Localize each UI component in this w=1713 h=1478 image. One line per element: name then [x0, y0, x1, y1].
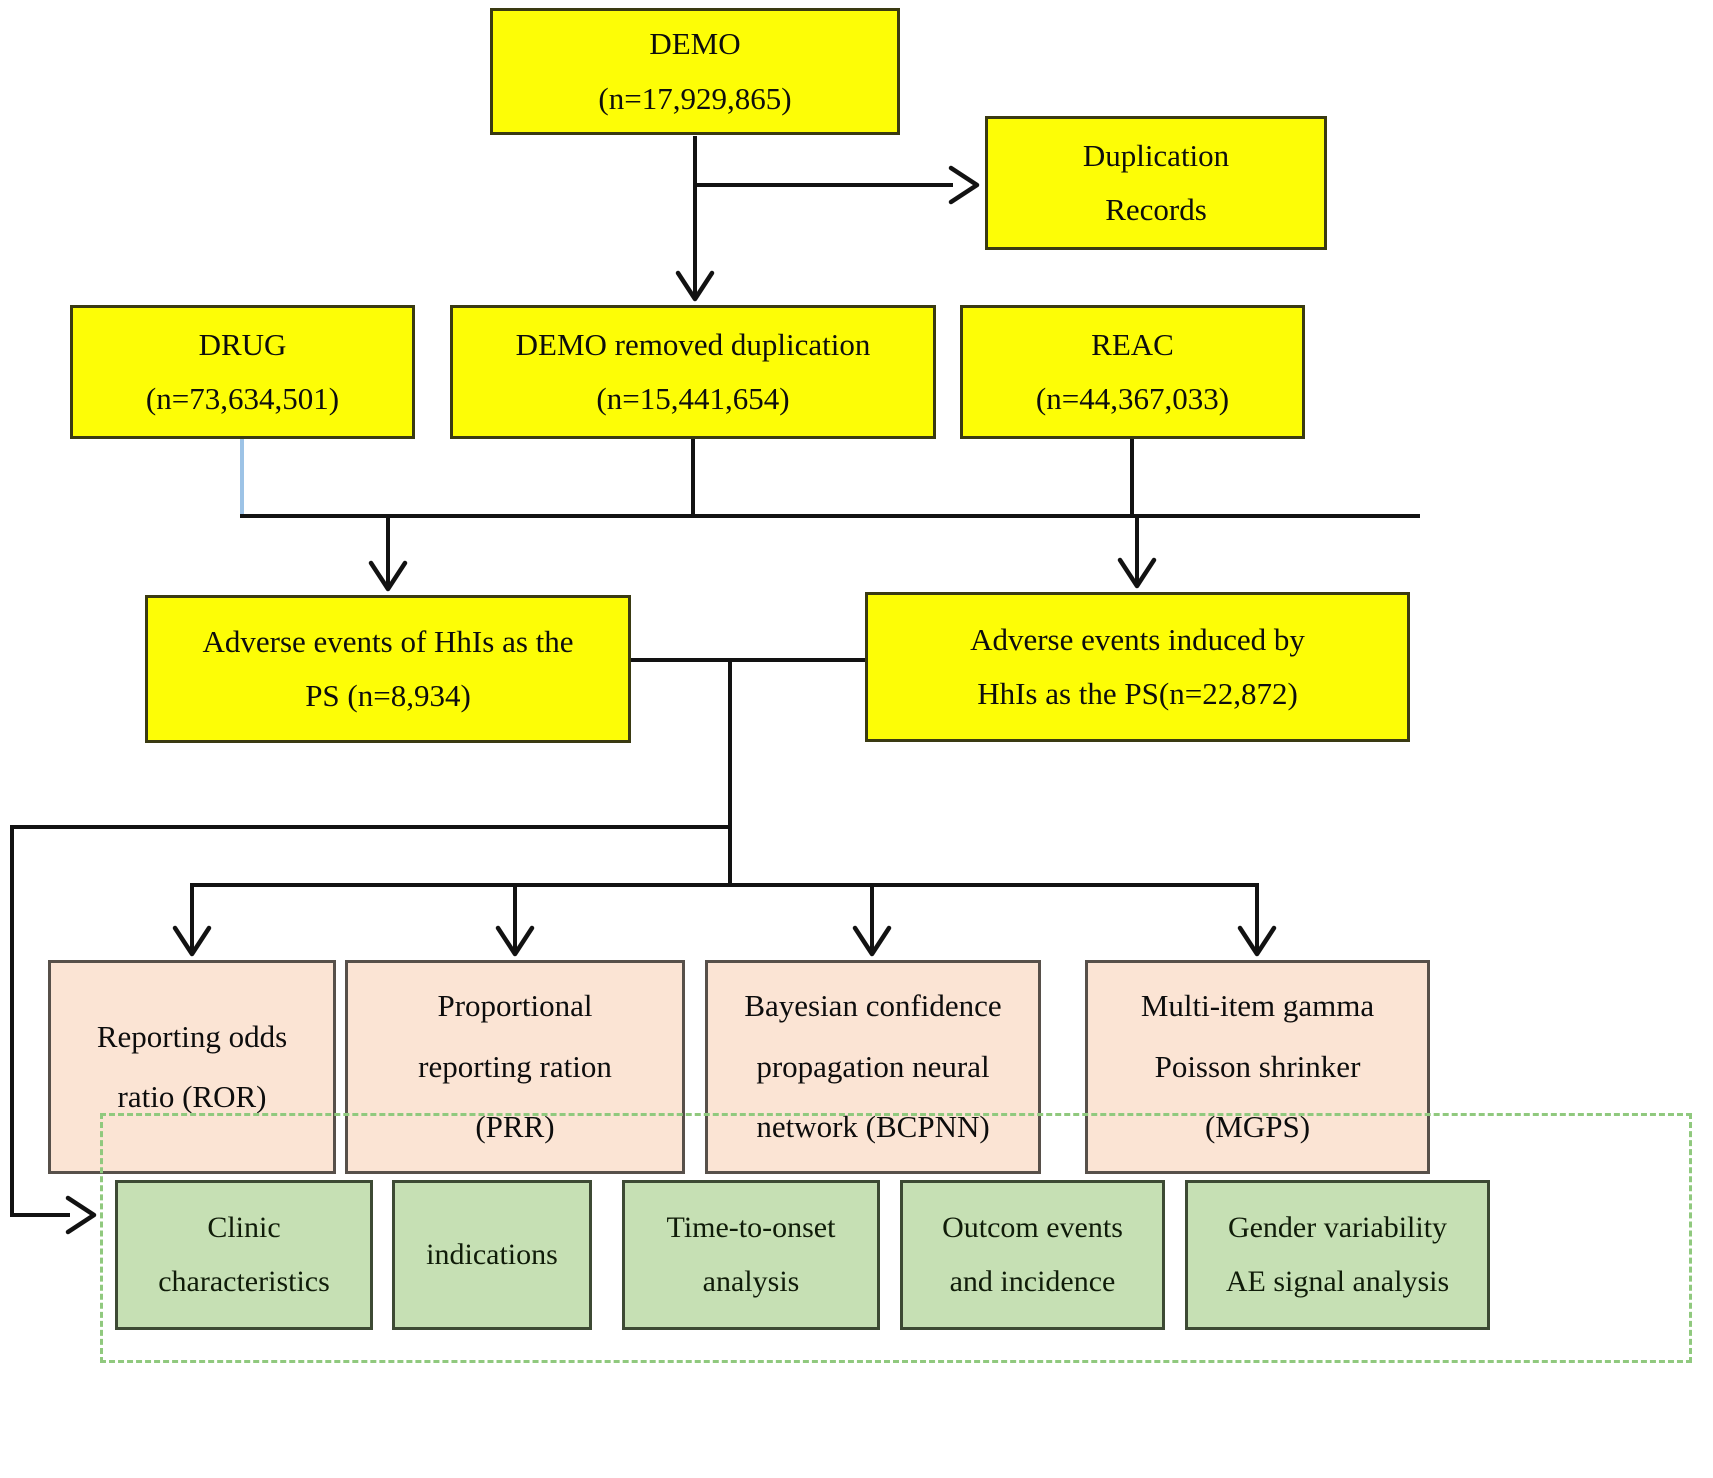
node-prr: Proportional reporting ration (PRR) [345, 960, 685, 1174]
node-gender-variability: Gender variability AE signal analysis [1185, 1180, 1490, 1330]
arrow-to-ae-induced [1117, 516, 1157, 589]
arrowhead-to-mgps [1237, 925, 1277, 957]
node-demo-removed-duplication: DEMO removed duplication (n=15,441,654) [450, 305, 936, 439]
node-adverse-events-of-hhis: Adverse events of HhIs as the PS (n=8,93… [145, 595, 631, 743]
merge-bar-row2 [240, 439, 1420, 518]
node-reac: REAC (n=44,367,033) [960, 305, 1305, 439]
node-drug: DRUG (n=73,634,501) [70, 305, 415, 439]
arrow-to-ae-of-hhis [368, 516, 408, 592]
arrow-demo-to-dedup [675, 136, 715, 302]
node-bcpnn: Bayesian confidence propagation neural n… [705, 960, 1041, 1174]
distribution-bar-methods [190, 883, 1259, 952]
node-outcome-events: Outcom events and incidence [900, 1180, 1165, 1330]
node-time-to-onset: Time-to-onset analysis [622, 1180, 880, 1330]
node-mgps: Multi-item gamma Poisson shrinker (MGPS) [1085, 960, 1430, 1174]
arrowhead-to-ror [172, 925, 212, 957]
node-duplication-records: Duplication Records [985, 116, 1327, 250]
analyses-group-container [100, 1113, 1692, 1363]
node-ror: Reporting odds ratio (ROR) [48, 960, 336, 1174]
node-demo: DEMO (n=17,929,865) [490, 8, 900, 135]
arrowhead-to-prr [495, 925, 535, 957]
arrow-demo-to-duplication-records [695, 165, 980, 205]
node-clinic-characteristics: Clinic characteristics [115, 1180, 373, 1330]
node-indications: indications [392, 1180, 592, 1330]
node-adverse-events-induced: Adverse events induced by HhIs as the PS… [865, 592, 1410, 742]
arrowhead-to-bcpnn [852, 925, 892, 957]
ae-boxes-join [631, 658, 865, 887]
